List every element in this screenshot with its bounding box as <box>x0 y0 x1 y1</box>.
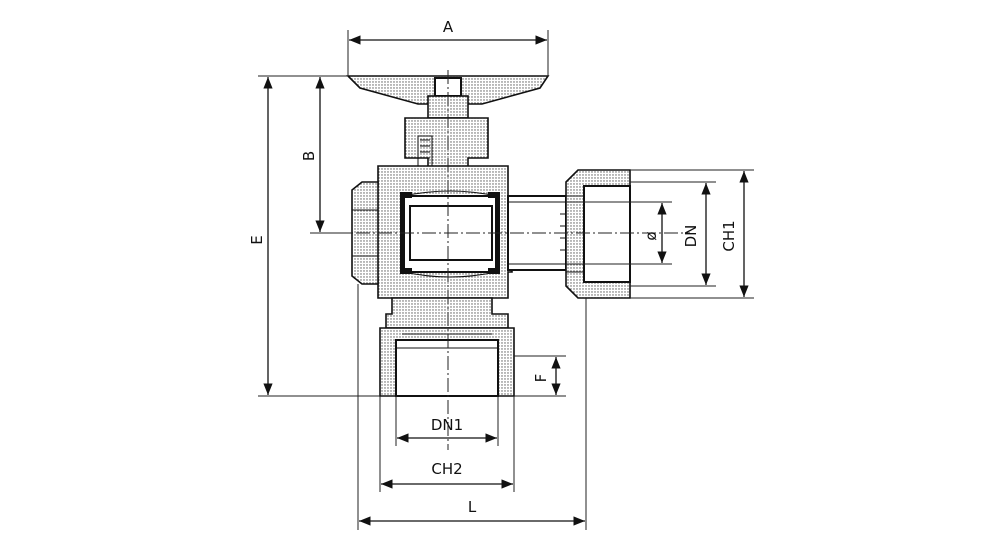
dimension-b: B <box>300 77 352 234</box>
label-ch1: CH1 <box>720 220 738 251</box>
dimension-a: A <box>347 18 549 76</box>
dimension-dn1: DN1 <box>395 396 499 446</box>
dimension-ch2: CH2 <box>379 396 515 492</box>
seal-ring-top-left <box>400 192 412 198</box>
lower-neck <box>385 297 509 329</box>
label-phi: ø <box>642 231 660 240</box>
label-dn: DN <box>682 225 700 248</box>
stem-housing <box>404 117 489 171</box>
label-dn1: DN1 <box>431 416 463 434</box>
dimension-dn: DN <box>630 181 716 287</box>
label-l: L <box>468 498 477 516</box>
dimension-e: E <box>248 75 380 397</box>
dimension-l: L <box>357 284 587 530</box>
label-b: B <box>300 151 318 161</box>
seal-ring-top-right <box>488 192 500 198</box>
label-ch2: CH2 <box>431 460 462 478</box>
seal-ring-bottom-right <box>488 268 500 274</box>
label-e: E <box>248 235 266 244</box>
label-a: A <box>443 18 454 36</box>
dimension-f: F <box>514 355 566 397</box>
dimension-phi: ø <box>566 201 672 265</box>
label-f: F <box>532 374 550 383</box>
dimension-ch1: CH1 <box>630 169 754 299</box>
seal-ring-bottom-left <box>400 268 412 274</box>
valve-body <box>346 75 631 397</box>
